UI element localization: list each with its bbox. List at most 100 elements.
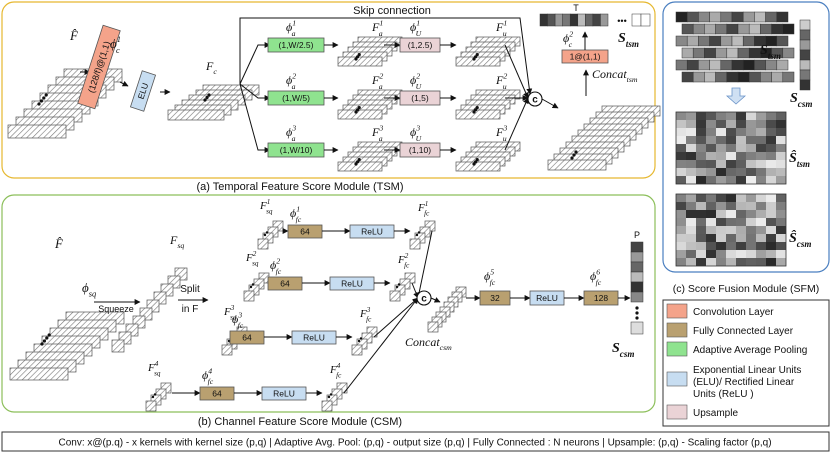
tsm-elu-box-text: ELU (136, 82, 151, 101)
csm-relu5-box-text: ReLU (536, 293, 558, 303)
csm-arrow-out-concat-4 (343, 297, 419, 394)
tsm-skip-label: Skip connection (353, 5, 431, 17)
sfm-tsm-strip-6 (681, 71, 795, 83)
csm-relu-box-2-text: ReLU (341, 278, 363, 288)
legend-box (662, 299, 830, 427)
sfm-down-arrow (725, 87, 747, 105)
tsm-fu-stack-1 (455, 36, 521, 67)
csm-relu-box-3: ReLU (291, 330, 337, 345)
csm-output-label: Scsm (612, 341, 634, 359)
tsm-pool-box-2-text: (1,W/5) (282, 93, 310, 103)
csm-branch-out-stack-2 (389, 272, 416, 302)
tsm-pool-box-3-text: (1,W/10) (280, 145, 313, 155)
csm-output-P: P (634, 230, 640, 240)
sfm-hat-csm-label: Ŝcsm (789, 229, 811, 249)
tsm-arrow-concat-stack (541, 98, 559, 109)
csm-fc-box-3: 64 (229, 330, 265, 345)
csm-fc-box-4: 64 (199, 386, 235, 401)
legend-swatch-5 (666, 404, 688, 420)
tsm-pool-box-2: (1,W/5) (267, 90, 325, 106)
csm-concat-label: Concatcsm (405, 335, 452, 352)
csm-squeeze-label: ϕsq (82, 280, 97, 299)
csm-branch-in-dots-2 (249, 283, 255, 289)
tsm-output-dots: ••• (617, 16, 626, 26)
tsm-up-box-3: (1,10) (399, 142, 441, 158)
tsm-conv2-box: 1@(1,1) (561, 49, 609, 64)
tsm-fu-dots-3 (472, 158, 479, 166)
csm-output-score-strip (630, 241, 644, 303)
tsm-output-T: T (573, 3, 579, 13)
tsm-output-score-tail (631, 13, 651, 27)
csm-fc5-box: 32 (479, 290, 511, 306)
legend-text-1: Convolution Layer (693, 307, 774, 318)
tsm-pool-box-1-text: (1,W/2.5) (279, 40, 314, 50)
tsm-concat-stack (547, 105, 661, 171)
sfm-tsm-strip-2 (681, 23, 795, 35)
sfm-module-border (662, 1, 830, 273)
tsm-arrow-fu-concat-1 (504, 44, 529, 99)
csm-input-dots (40, 333, 51, 346)
csm-fc6-box-text: 128 (594, 293, 608, 303)
tsm-fa-stack-3 (337, 141, 403, 172)
csm-branch-out-dots-4 (327, 393, 333, 399)
csm-relu-box-2: ReLU (329, 276, 375, 291)
csm-relu-box-4-text: ReLU (273, 388, 295, 398)
csm-fc5-box-text: 32 (490, 293, 500, 303)
csm-branch-out-stack-4 (321, 382, 348, 412)
csm-relu-box-4: ReLU (261, 386, 307, 401)
csm-branch-in-dots-1 (263, 231, 269, 237)
tsm-arrow-conv-elu (119, 80, 129, 87)
csm-arrow-concat-stack (430, 297, 441, 303)
legend-text-5: Upsample (693, 408, 738, 419)
tsm-up-box-2-text: (1,5) (411, 93, 429, 103)
tsm-concat-node: c (527, 91, 543, 107)
footer-text: Conv: x@(p.q) - x kernels with kernel si… (58, 438, 771, 449)
csm-caption: (b) Channel Feature Score Module (CSM) (198, 416, 402, 428)
csm-output-dots (635, 306, 639, 320)
legend-swatch-1 (666, 303, 688, 319)
tsm-up-box-1: (1,2.5) (399, 37, 441, 53)
csm-branch-in-stack-1 (257, 220, 284, 250)
csm-split-line2: in F (182, 304, 199, 315)
csm-fc-box-3-text: 64 (242, 332, 252, 342)
csm-split-line1: Split (180, 284, 200, 295)
tsm-fa-stack-1 (337, 36, 403, 67)
tsm-conv2-box-text: 1@(1,1) (570, 51, 601, 61)
csm-concat-stack (427, 286, 467, 333)
csm-output-score-tail (630, 321, 644, 335)
tsm-elu-box: ELU (129, 70, 157, 112)
tsm-fa-stack-2 (337, 89, 403, 120)
svg-text:c: c (421, 294, 427, 305)
csm-fc6-box: 128 (583, 290, 619, 306)
csm-branch-out-stack-3 (351, 326, 378, 356)
sfm-hat-tsm-label: Ŝtsm (789, 149, 810, 169)
csm-fsq-label: Fsq (169, 233, 184, 250)
sfm-caption: (c) Score Fusion Module (SFM) (673, 283, 819, 295)
svg-text:c: c (532, 95, 538, 106)
sfm-tsm-strip-5 (675, 59, 789, 71)
legend-text-2: Fully Connected Layer (693, 326, 794, 337)
csm-relu5-box: ReLU (529, 290, 565, 306)
legend-swatch-3 (666, 341, 688, 357)
csm-branch-out-dots-2 (395, 283, 401, 289)
tsm-module-border (1, 1, 656, 179)
footer-box (1, 431, 830, 452)
